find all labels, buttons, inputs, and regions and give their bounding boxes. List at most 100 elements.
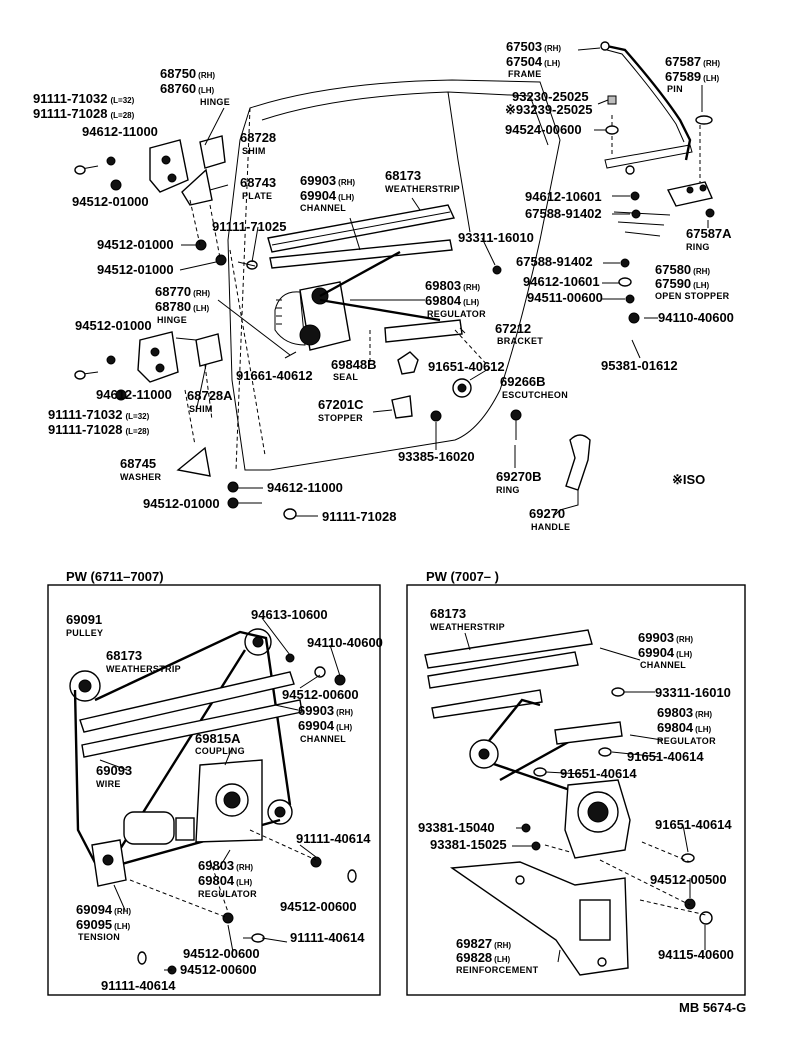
label-94511: 94511-00600 bbox=[527, 290, 603, 305]
svg-text:68760(LH): 68760(LH) bbox=[160, 81, 214, 96]
label-open-stopper: OPEN STOPPER bbox=[655, 291, 730, 301]
label-left-69804: 69804 bbox=[198, 873, 235, 888]
label-68760: 68760 bbox=[160, 81, 196, 96]
label-94612-11000a: 94612-11000 bbox=[82, 124, 158, 139]
label-shim2: SHIM bbox=[189, 404, 213, 414]
window-handle bbox=[565, 434, 591, 491]
svg-text:69804(LH): 69804(LH) bbox=[425, 293, 479, 308]
upper-hinge bbox=[149, 139, 189, 193]
label-69093: 69093 bbox=[96, 763, 132, 778]
label-69803: 69803 bbox=[425, 278, 461, 293]
left-panel-title: PW (6711–7007) bbox=[66, 569, 164, 584]
label-69904: 69904 bbox=[300, 188, 337, 203]
label-69804: 69804 bbox=[425, 293, 462, 308]
label-67504: 67504 bbox=[506, 54, 543, 69]
label-91111-71028a: 91111-71028 bbox=[33, 106, 107, 121]
label-69095: 69095 bbox=[76, 917, 112, 932]
label-68750: 68750 bbox=[160, 66, 196, 81]
label-69815a: 69815A bbox=[195, 731, 241, 746]
label-left-68173: 68173 bbox=[106, 648, 142, 663]
label-left-69903: 69903 bbox=[298, 703, 334, 718]
label-69828: 69828 bbox=[456, 950, 492, 965]
right-panel-pw-7007: PW (7007– ) 68173 WEA bbox=[406, 569, 746, 996]
label-91111-71025: 91111-71025 bbox=[212, 219, 286, 234]
screw-93230 bbox=[607, 95, 617, 105]
label-94512-01000b: 94512-01000 bbox=[97, 237, 174, 252]
svg-text:67587(RH): 67587(RH) bbox=[665, 54, 720, 69]
label-68743: 68743 bbox=[240, 175, 276, 190]
svg-text:69095(LH): 69095(LH) bbox=[76, 917, 130, 932]
label-right-91651b: 91651-40614 bbox=[560, 766, 637, 781]
label-left-weatherstrip: WEATHERSTRIP bbox=[106, 664, 181, 674]
label-right-69804: 69804 bbox=[657, 720, 694, 735]
label-left-91111b: 91111-40614 bbox=[290, 930, 365, 945]
right-channel bbox=[427, 651, 579, 689]
label-left-94512b: 94512-00600 bbox=[280, 899, 357, 914]
svg-text:69804(LH): 69804(LH) bbox=[657, 720, 711, 735]
label-right-69904: 69904 bbox=[638, 645, 675, 660]
label-67201c: 67201C bbox=[318, 397, 364, 412]
label-91651-40612: 91651-40612 bbox=[428, 359, 505, 374]
footer-code: MB 5674-G bbox=[679, 1000, 746, 1015]
label-left-94110: 94110-40600 bbox=[307, 635, 383, 650]
leader-lines-top bbox=[175, 47, 709, 504]
label-right-91651c: 91651-40614 bbox=[655, 817, 732, 832]
label-69270: 69270 bbox=[529, 506, 565, 521]
label-frame: FRAME bbox=[508, 69, 542, 79]
svg-text:91111-71028(L=28): 91111-71028(L=28) bbox=[33, 106, 135, 121]
label-67587: 67587 bbox=[665, 54, 701, 69]
label-wire: WIRE bbox=[96, 779, 121, 789]
label-67587a: 67587A bbox=[686, 226, 732, 241]
label-94110: 94110-40600 bbox=[658, 310, 734, 325]
label-channel1: CHANNEL bbox=[300, 203, 346, 213]
label-67580: 67580 bbox=[655, 262, 691, 277]
label-left-69803: 69803 bbox=[198, 858, 234, 873]
label-left-94512c: 94512-00600 bbox=[183, 946, 260, 961]
svg-text:69803(RH): 69803(RH) bbox=[657, 705, 712, 720]
label-right-91651a: 91651-40614 bbox=[627, 749, 704, 764]
label-94512-01000a: 94512-01000 bbox=[72, 194, 149, 209]
svg-text:68770(RH): 68770(RH) bbox=[155, 284, 210, 299]
label-hinge2: HINGE bbox=[157, 315, 187, 325]
label-pulley: PULLEY bbox=[66, 628, 103, 638]
label-67588a: 67588-91402 bbox=[525, 206, 602, 221]
label-94512-01000d: 94512-01000 bbox=[75, 318, 152, 333]
label-67589: 67589 bbox=[665, 69, 701, 84]
svg-text:91111-71032(L=32): 91111-71032(L=32) bbox=[33, 91, 135, 106]
label-68780: 68780 bbox=[155, 299, 191, 314]
svg-text:69904(LH): 69904(LH) bbox=[638, 645, 692, 660]
label-67590: 67590 bbox=[655, 276, 691, 291]
shim-68728a bbox=[195, 333, 223, 367]
label-68173: 68173 bbox=[385, 168, 421, 183]
label-left-91111c: 91111-40614 bbox=[101, 978, 176, 993]
label-weatherstrip1: WEATHERSTRIP bbox=[385, 184, 460, 194]
label-68770: 68770 bbox=[155, 284, 191, 299]
label-94612-11000c: 94612-11000 bbox=[267, 480, 343, 495]
label-94512-01000c: 94512-01000 bbox=[97, 262, 174, 277]
svg-text:69803(RH): 69803(RH) bbox=[198, 858, 253, 873]
label-coupling: COUPLING bbox=[195, 746, 245, 756]
frame-pivot bbox=[600, 41, 610, 51]
right-panel-title: PW (7007– ) bbox=[426, 569, 499, 584]
svg-text:69828(LH): 69828(LH) bbox=[456, 950, 510, 965]
left-panel-pw-6711: PW (6711–7007) bbox=[47, 569, 383, 996]
svg-text:67503(RH): 67503(RH) bbox=[506, 39, 561, 54]
label-escutcheon: ESCUTCHEON bbox=[502, 390, 568, 400]
washer-68745 bbox=[176, 446, 211, 477]
svg-text:91111-71032(L=32): 91111-71032(L=32) bbox=[48, 407, 150, 422]
label-67503: 67503 bbox=[506, 39, 542, 54]
label-pin: PIN bbox=[667, 84, 683, 94]
label-left-69904: 69904 bbox=[298, 718, 335, 733]
label-left-91111a: 91111-40614 bbox=[296, 831, 371, 846]
left-weatherstrip bbox=[79, 671, 295, 733]
label-69266b: 69266B bbox=[500, 374, 546, 389]
svg-text:69803(RH): 69803(RH) bbox=[425, 278, 480, 293]
svg-text:68750(RH): 68750(RH) bbox=[160, 66, 215, 81]
lower-hinge bbox=[137, 331, 179, 383]
label-ring2: RING bbox=[496, 485, 520, 495]
label-tension: TENSION bbox=[78, 932, 120, 942]
svg-text:67504(LH): 67504(LH) bbox=[506, 54, 560, 69]
label-right-69903: 69903 bbox=[638, 630, 674, 645]
label-right-regulator: REGULATOR bbox=[657, 736, 716, 746]
label-94613: 94613-10600 bbox=[251, 607, 328, 622]
